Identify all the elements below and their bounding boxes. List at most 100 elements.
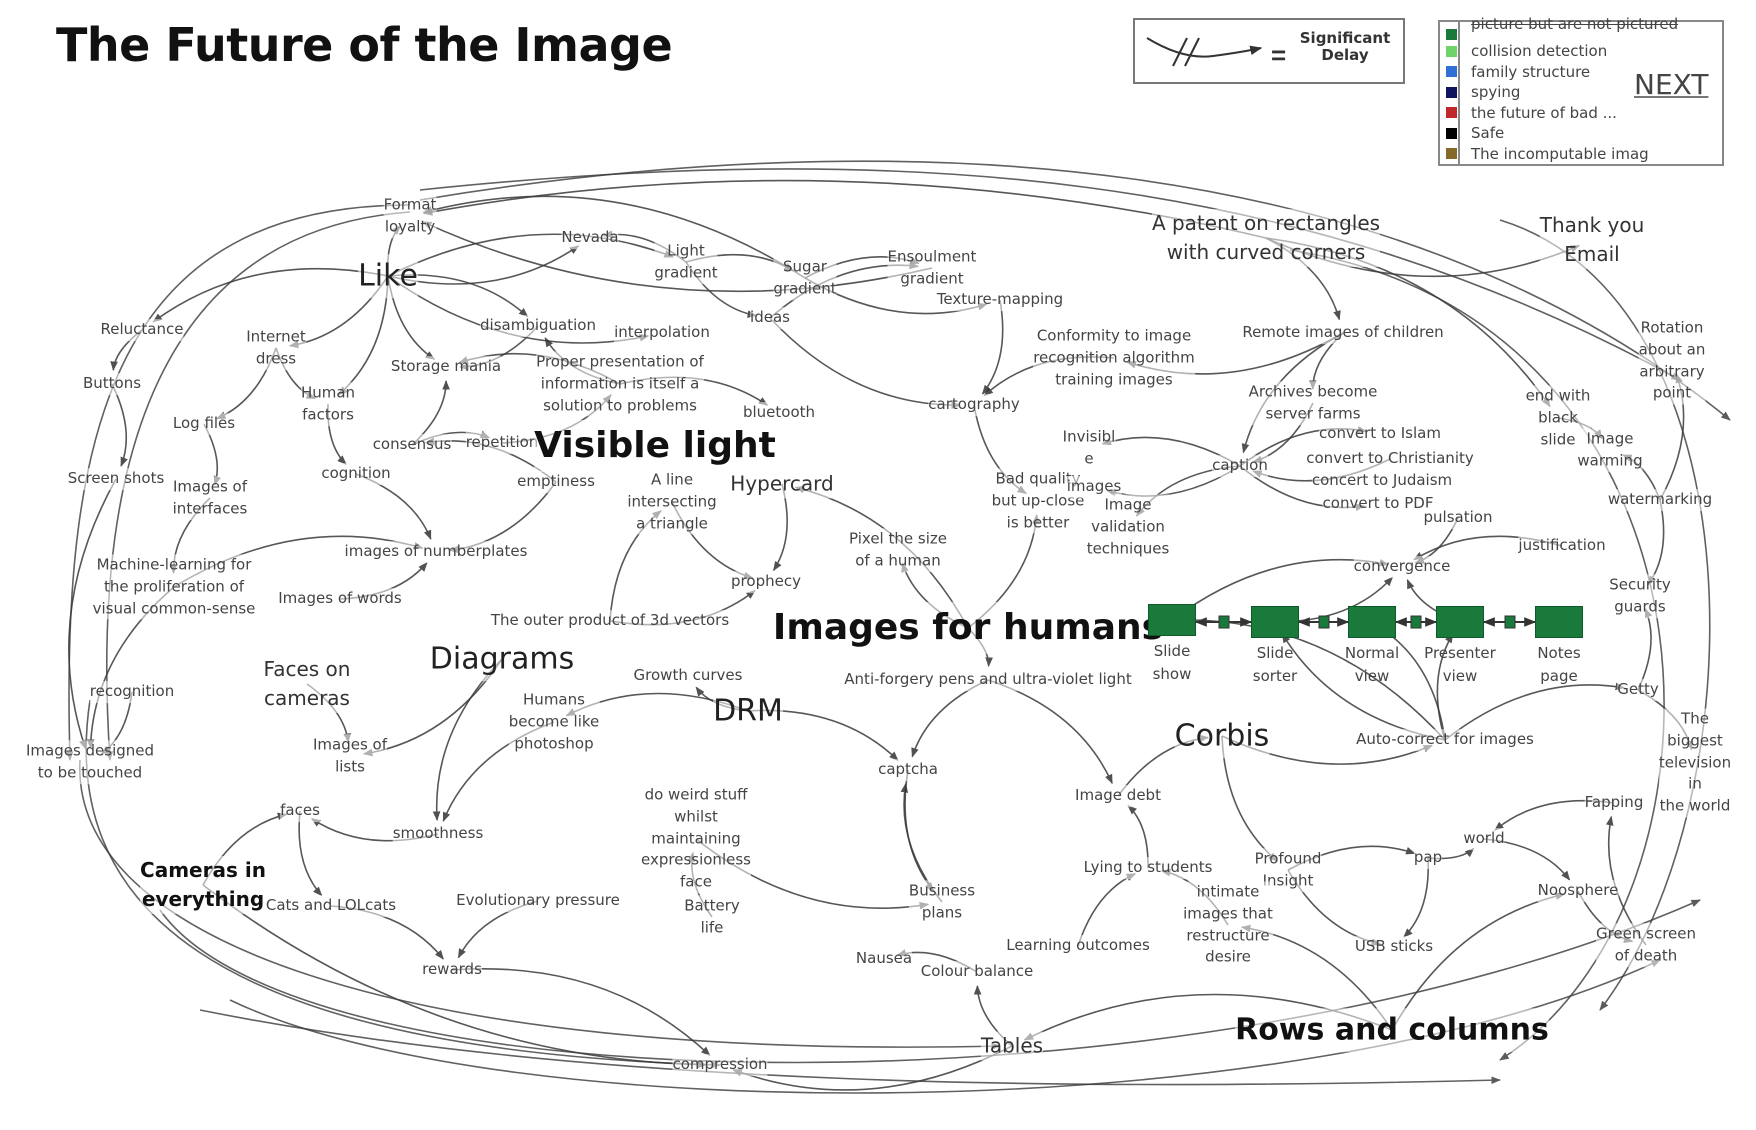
node-ensoul[interactable]: Ensoulment gradient (887, 246, 977, 290)
node-corbis[interactable]: Corbis (1174, 714, 1270, 758)
node-islam[interactable]: convert to Islam (1319, 423, 1441, 445)
node-pixel[interactable]: Pixel the size of a human (849, 528, 947, 572)
node-nevada[interactable]: Nevada (561, 227, 619, 249)
node-aline[interactable]: A line intersecting a triangle (627, 469, 717, 535)
node-ideas[interactable]: ideas (750, 307, 790, 329)
view-box-slideshow[interactable] (1148, 604, 1196, 636)
node-emptiness[interactable]: emptiness (517, 471, 595, 493)
node-imghumans[interactable]: Images for humans (772, 601, 1164, 655)
node-watermark[interactable]: watermarking (1607, 489, 1713, 511)
node-usb[interactable]: USB sticks (1354, 936, 1434, 958)
node-diagrams[interactable]: Diagrams (429, 637, 575, 681)
node-cognition[interactable]: cognition (321, 463, 391, 485)
node-business[interactable]: Business plans (908, 880, 976, 924)
node-captcha[interactable]: captcha (878, 759, 938, 781)
node-justification[interactable]: justification (1518, 535, 1606, 557)
node-imglists[interactable]: Images of lists (312, 734, 388, 778)
node-invisible[interactable]: Invisibl e (1062, 426, 1116, 470)
node-fapping[interactable]: Fapping (1584, 792, 1644, 814)
node-pdf[interactable]: convert to PDF (1322, 493, 1434, 515)
node-bluetooth[interactable]: bluetooth (742, 402, 816, 424)
node-biggest[interactable]: The biggest television in the world (1658, 708, 1732, 818)
node-cats[interactable]: Cats and LOLcats (265, 895, 397, 917)
node-imginterfaces[interactable]: Images of interfaces (172, 476, 248, 520)
node-compression[interactable]: compression (672, 1054, 768, 1076)
node-imgtouched[interactable]: Images designed to be touched (25, 740, 155, 784)
node-recognition[interactable]: recognition (89, 681, 175, 703)
node-rewards[interactable]: rewards (422, 959, 482, 981)
node-noosphere[interactable]: Noosphere (1537, 880, 1619, 902)
node-texture[interactable]: Texture-mapping (936, 289, 1064, 311)
node-proper[interactable]: Proper presentation of information is it… (536, 351, 704, 417)
node-patent[interactable]: A patent on rectangles with curved corne… (1151, 209, 1381, 267)
node-format[interactable]: Format loyalty (383, 194, 437, 238)
node-security[interactable]: Security guards (1609, 574, 1671, 618)
node-caption[interactable]: caption (1212, 455, 1268, 477)
node-faces[interactable]: faces (280, 800, 320, 822)
node-world[interactable]: world (1463, 828, 1505, 850)
node-cameras[interactable]: Cameras in everything (140, 856, 266, 914)
node-prophecy[interactable]: prophecy (731, 571, 801, 593)
node-colour[interactable]: Colour balance (920, 961, 1034, 983)
node-conformity[interactable]: Conformity to image recognition algorith… (1033, 325, 1195, 391)
node-smooth[interactable]: smoothness (392, 823, 484, 845)
node-autocorrect[interactable]: Auto-correct for images (1356, 729, 1534, 751)
node-thanks[interactable]: Thank you Email (1539, 211, 1645, 269)
node-imgwords[interactable]: Images of words (278, 588, 402, 610)
view-box-notes[interactable] (1535, 606, 1583, 638)
node-weird[interactable]: do weird stuff whilst maintaining expres… (641, 784, 751, 894)
node-like[interactable]: Like (358, 254, 418, 298)
view-box-sorter[interactable] (1251, 606, 1299, 638)
node-antiforgery[interactable]: Anti-forgery pens and ultra-violet light (844, 669, 1132, 691)
node-faceson[interactable]: Faces on cameras (263, 655, 351, 713)
node-rotation[interactable]: Rotation about an arbitrary point (1638, 317, 1706, 405)
node-tables[interactable]: Tables (980, 1031, 1044, 1061)
node-storage[interactable]: Storage mania (390, 356, 502, 378)
node-getty[interactable]: Getty (1617, 679, 1659, 701)
node-rows[interactable]: Rows and columns (1235, 1008, 1549, 1052)
node-lying[interactable]: Lying to students (1083, 857, 1213, 879)
node-pap[interactable]: pap (1413, 847, 1443, 869)
node-nausea[interactable]: Nausea (855, 948, 913, 970)
node-intimate[interactable]: intimate images that restructure desire (1183, 881, 1273, 969)
node-imgwarming[interactable]: Image warming (1577, 428, 1643, 472)
node-archives[interactable]: Archives become server farms (1248, 381, 1378, 425)
node-human[interactable]: Human factors (300, 382, 356, 426)
node-remote[interactable]: Remote images of children (1242, 322, 1444, 344)
node-evolution[interactable]: Evolutionary pressure (456, 890, 620, 912)
node-outer[interactable]: The outer product of 3d vectors (490, 610, 730, 632)
node-christ[interactable]: convert to Christianity (1306, 448, 1474, 470)
node-judaism[interactable]: concert to Judaism (1311, 470, 1453, 492)
node-drm[interactable]: DRM (713, 689, 783, 733)
node-learning[interactable]: Learning outcomes (1006, 935, 1150, 957)
node-light[interactable]: Light gradient (654, 240, 718, 284)
node-convergence[interactable]: convergence (1353, 556, 1451, 578)
node-interp[interactable]: interpolation (614, 322, 710, 344)
node-battery[interactable]: Battery life (684, 895, 740, 939)
node-hypercard[interactable]: Hypercard (730, 469, 834, 499)
node-ml[interactable]: Machine-learning for the proliferation o… (92, 554, 256, 620)
node-greenscreen[interactable]: Green screen of death (1595, 923, 1697, 967)
node-screenshots[interactable]: Screen shots (67, 468, 165, 490)
node-sugar[interactable]: Sugar gradient (773, 256, 837, 300)
node-logfiles[interactable]: Log files (172, 413, 236, 435)
node-buttons[interactable]: Buttons (82, 373, 142, 395)
significant-delay-label: Significant Delay (1299, 29, 1391, 65)
node-reluct[interactable]: Reluctance (100, 319, 184, 341)
node-cartography[interactable]: cartography (928, 394, 1020, 416)
node-numberplates[interactable]: images of numberplates (344, 541, 528, 563)
node-disamb[interactable]: disambiguation (480, 315, 596, 337)
node-repetition[interactable]: repetition (465, 432, 539, 454)
node-imgdebt[interactable]: Image debt (1075, 785, 1161, 807)
node-growth[interactable]: Growth curves (633, 665, 743, 687)
view-box-normal[interactable] (1348, 606, 1396, 638)
node-visible[interactable]: Visible light (534, 419, 776, 473)
node-imgvalid[interactable]: Image validation techniques (1086, 494, 1170, 560)
node-humans[interactable]: Humans become like photoshop (508, 689, 600, 755)
node-internet[interactable]: Internet dress (246, 326, 306, 370)
next-button[interactable]: NEXT (1620, 62, 1723, 107)
node-pulsation[interactable]: pulsation (1423, 507, 1493, 529)
node-images[interactable]: images (1066, 476, 1122, 498)
node-consensus[interactable]: consensus (372, 434, 452, 456)
view-box-presenter[interactable] (1436, 606, 1484, 638)
